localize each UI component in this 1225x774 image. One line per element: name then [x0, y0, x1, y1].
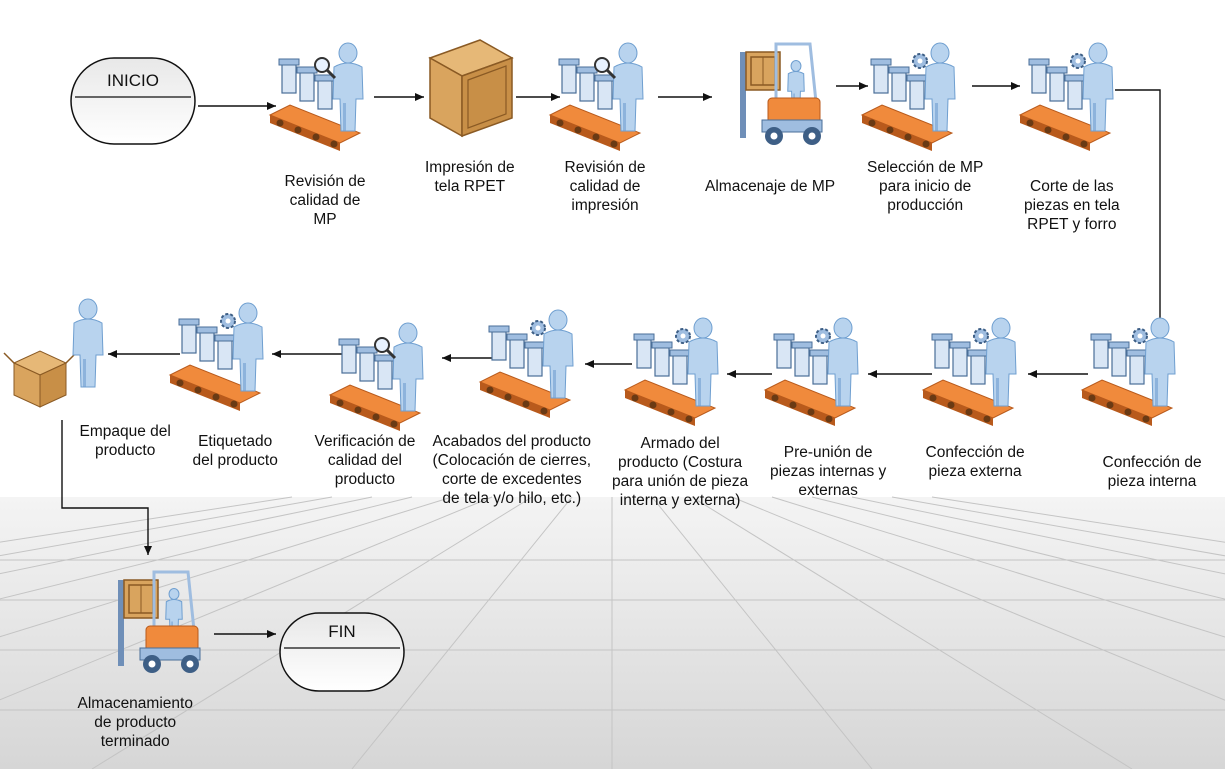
end-terminal: FIN [279, 612, 405, 692]
packing-worker-icon [3, 298, 104, 408]
forklift-icon [118, 570, 201, 673]
machine-worker-icon [1080, 317, 1176, 426]
step-label: Acabados del producto(Colocación de cier… [432, 433, 592, 507]
start-label: INICIO [107, 71, 159, 90]
floor-background [0, 496, 1225, 770]
connector-arrow [1115, 89, 1164, 350]
step-label: Almacenaje de MP [705, 178, 836, 195]
terminals: INICIO FIN [70, 57, 405, 692]
machine-worker-icon [860, 42, 956, 151]
inspection-worker-icon [328, 322, 424, 431]
machine-worker-icon [763, 317, 859, 426]
end-label: FIN [328, 622, 355, 641]
step-icons [3, 39, 1176, 673]
machine-worker-icon [921, 317, 1017, 426]
inspection-worker-icon [268, 42, 364, 151]
machine-worker-icon [478, 309, 574, 418]
machine-worker-icon [1018, 42, 1114, 151]
connectors [61, 82, 1164, 638]
forklift-icon [740, 42, 823, 145]
start-terminal: INICIO [70, 57, 196, 145]
machine-worker-icon [168, 302, 264, 411]
machine-worker-icon [623, 317, 719, 426]
connector-arrow [61, 420, 152, 555]
crate-icon [428, 39, 514, 138]
inspection-worker-icon [548, 42, 644, 151]
